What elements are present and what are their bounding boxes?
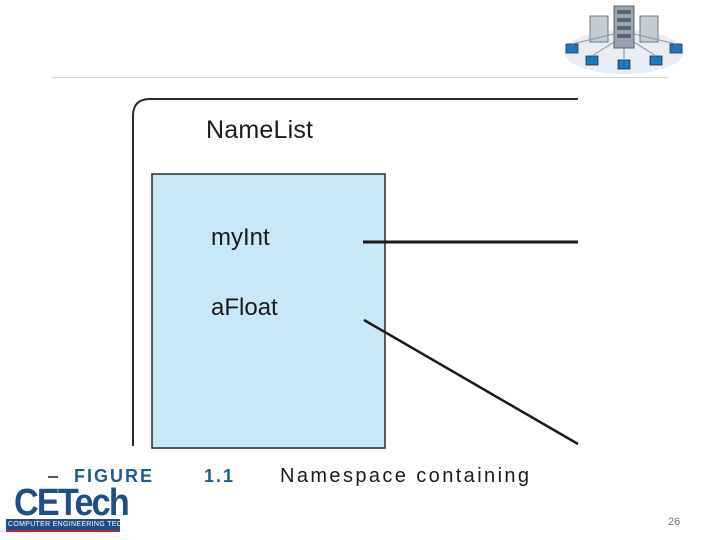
figure-caption: FIGURE 1.1 Namespace containing — [48, 466, 688, 492]
variable-label-myint: myInt — [211, 224, 270, 252]
afloat-pointer-line — [364, 320, 578, 444]
caption-number: 1.1 — [204, 466, 235, 487]
namespace-title: NameList — [206, 116, 313, 145]
caption-text: Namespace containing — [280, 465, 531, 488]
logo-subtitle: COMPUTER ENGINEERING TECHNOLOGY — [8, 519, 120, 530]
cetech-logo: CETech COMPUTER ENGINEERING TECHNOLOGY — [6, 482, 122, 534]
caption-dash — [48, 476, 58, 478]
page-number: 26 — [668, 516, 680, 528]
variable-label-afloat: aFloat — [211, 294, 278, 322]
